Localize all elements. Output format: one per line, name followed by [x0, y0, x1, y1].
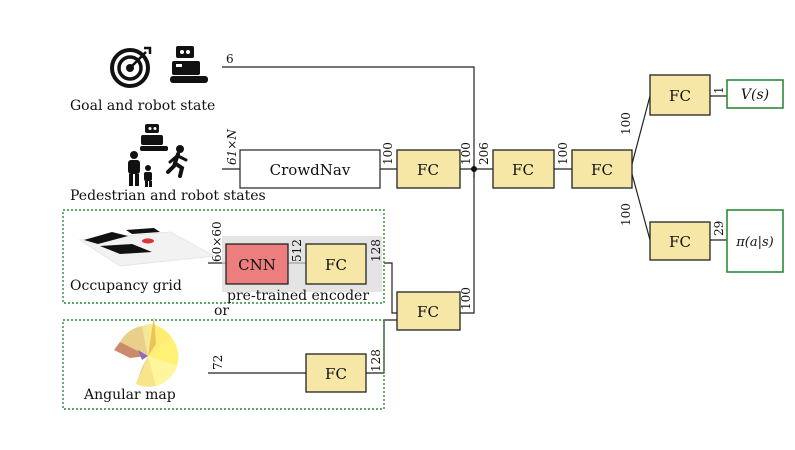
dim-goal: 6	[226, 52, 234, 66]
robot-icon	[170, 46, 208, 83]
value-output-label: V(s)	[741, 87, 769, 103]
dim-ang-fc-out: 128	[369, 349, 383, 372]
fc-angular-label: FC	[325, 365, 347, 383]
dim-crowdnav-out: 100	[381, 142, 395, 165]
fc-map-label: FC	[417, 303, 439, 321]
dim-concat: 206	[477, 142, 491, 165]
encoder-caption: pre-trained encoder	[227, 288, 369, 304]
ped-label: Pedestrian and robot states	[70, 188, 266, 204]
or-label: or	[214, 303, 229, 319]
dim-pi-out: 29	[712, 221, 726, 236]
dim-head-pi: 100	[619, 203, 633, 226]
pedestrian-family-icon	[128, 151, 152, 187]
fc-policy-head-label: FC	[669, 233, 691, 251]
dim-cnn-out: 512	[290, 239, 304, 262]
dim-enc-fc-out: 128	[369, 239, 383, 262]
dim-v-out: 1	[712, 86, 726, 94]
fc-ped-label: FC	[417, 161, 439, 179]
target-icon	[112, 48, 150, 86]
fc-value-head-label: FC	[669, 87, 691, 105]
angular-map-image	[114, 316, 178, 387]
dim-fc-map-out: 100	[459, 287, 473, 310]
goal-label: Goal and robot state	[70, 98, 215, 114]
fc-encoder-label: FC	[325, 256, 347, 274]
pedestrian-walking-icon	[168, 145, 186, 176]
robot-icon-small	[140, 124, 168, 151]
cnn-label: CNN	[238, 256, 276, 274]
wires	[208, 67, 727, 373]
dim-ped: 61×N	[225, 129, 239, 165]
fc-trunk-label: FC	[591, 161, 613, 179]
policy-output-label: π(a|s)	[735, 235, 774, 250]
occupancy-label: Occupancy grid	[70, 278, 182, 294]
fc-merge-label: FC	[512, 161, 534, 179]
dim-head-v: 100	[619, 112, 633, 135]
angular-label: Angular map	[83, 387, 176, 403]
dim-fc1-out: 100	[459, 142, 473, 165]
concat-junction	[471, 166, 477, 172]
crowdnav-label: CrowdNav	[270, 161, 351, 179]
dim-ang-in: 72	[211, 355, 225, 370]
dim-fc2-out: 100	[556, 142, 570, 165]
occupancy-grid-image	[80, 228, 214, 266]
